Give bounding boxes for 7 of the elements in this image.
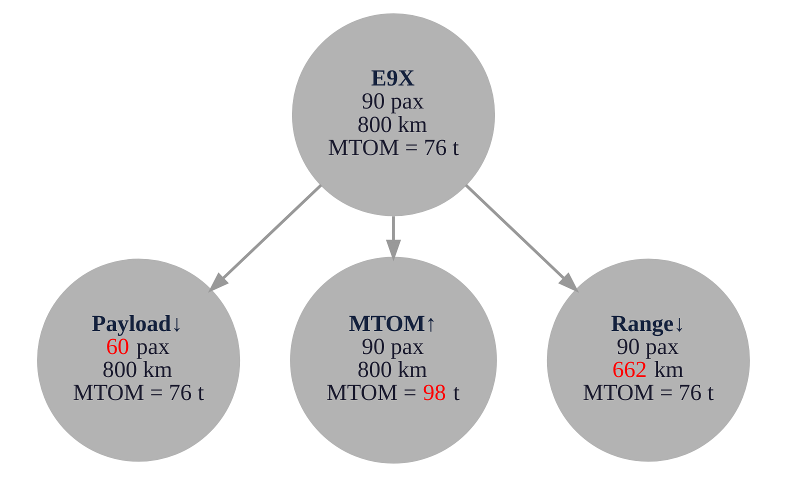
node-circle: Payload↓ 60 pax 800 km MTOM = 76 t — [37, 258, 240, 462]
arrow — [386, 216, 402, 262]
node-circle: Range↓ 90 pax 662 km MTOM = 76 t — [546, 258, 750, 462]
arrow — [208, 184, 322, 293]
arrow — [464, 184, 580, 293]
node-circle: MTOM↑ 90 pax 800 km MTOM = 98 t — [290, 256, 497, 464]
node-circle: E9X 90 pax 800 km MTOM = 76 t — [292, 13, 496, 216]
